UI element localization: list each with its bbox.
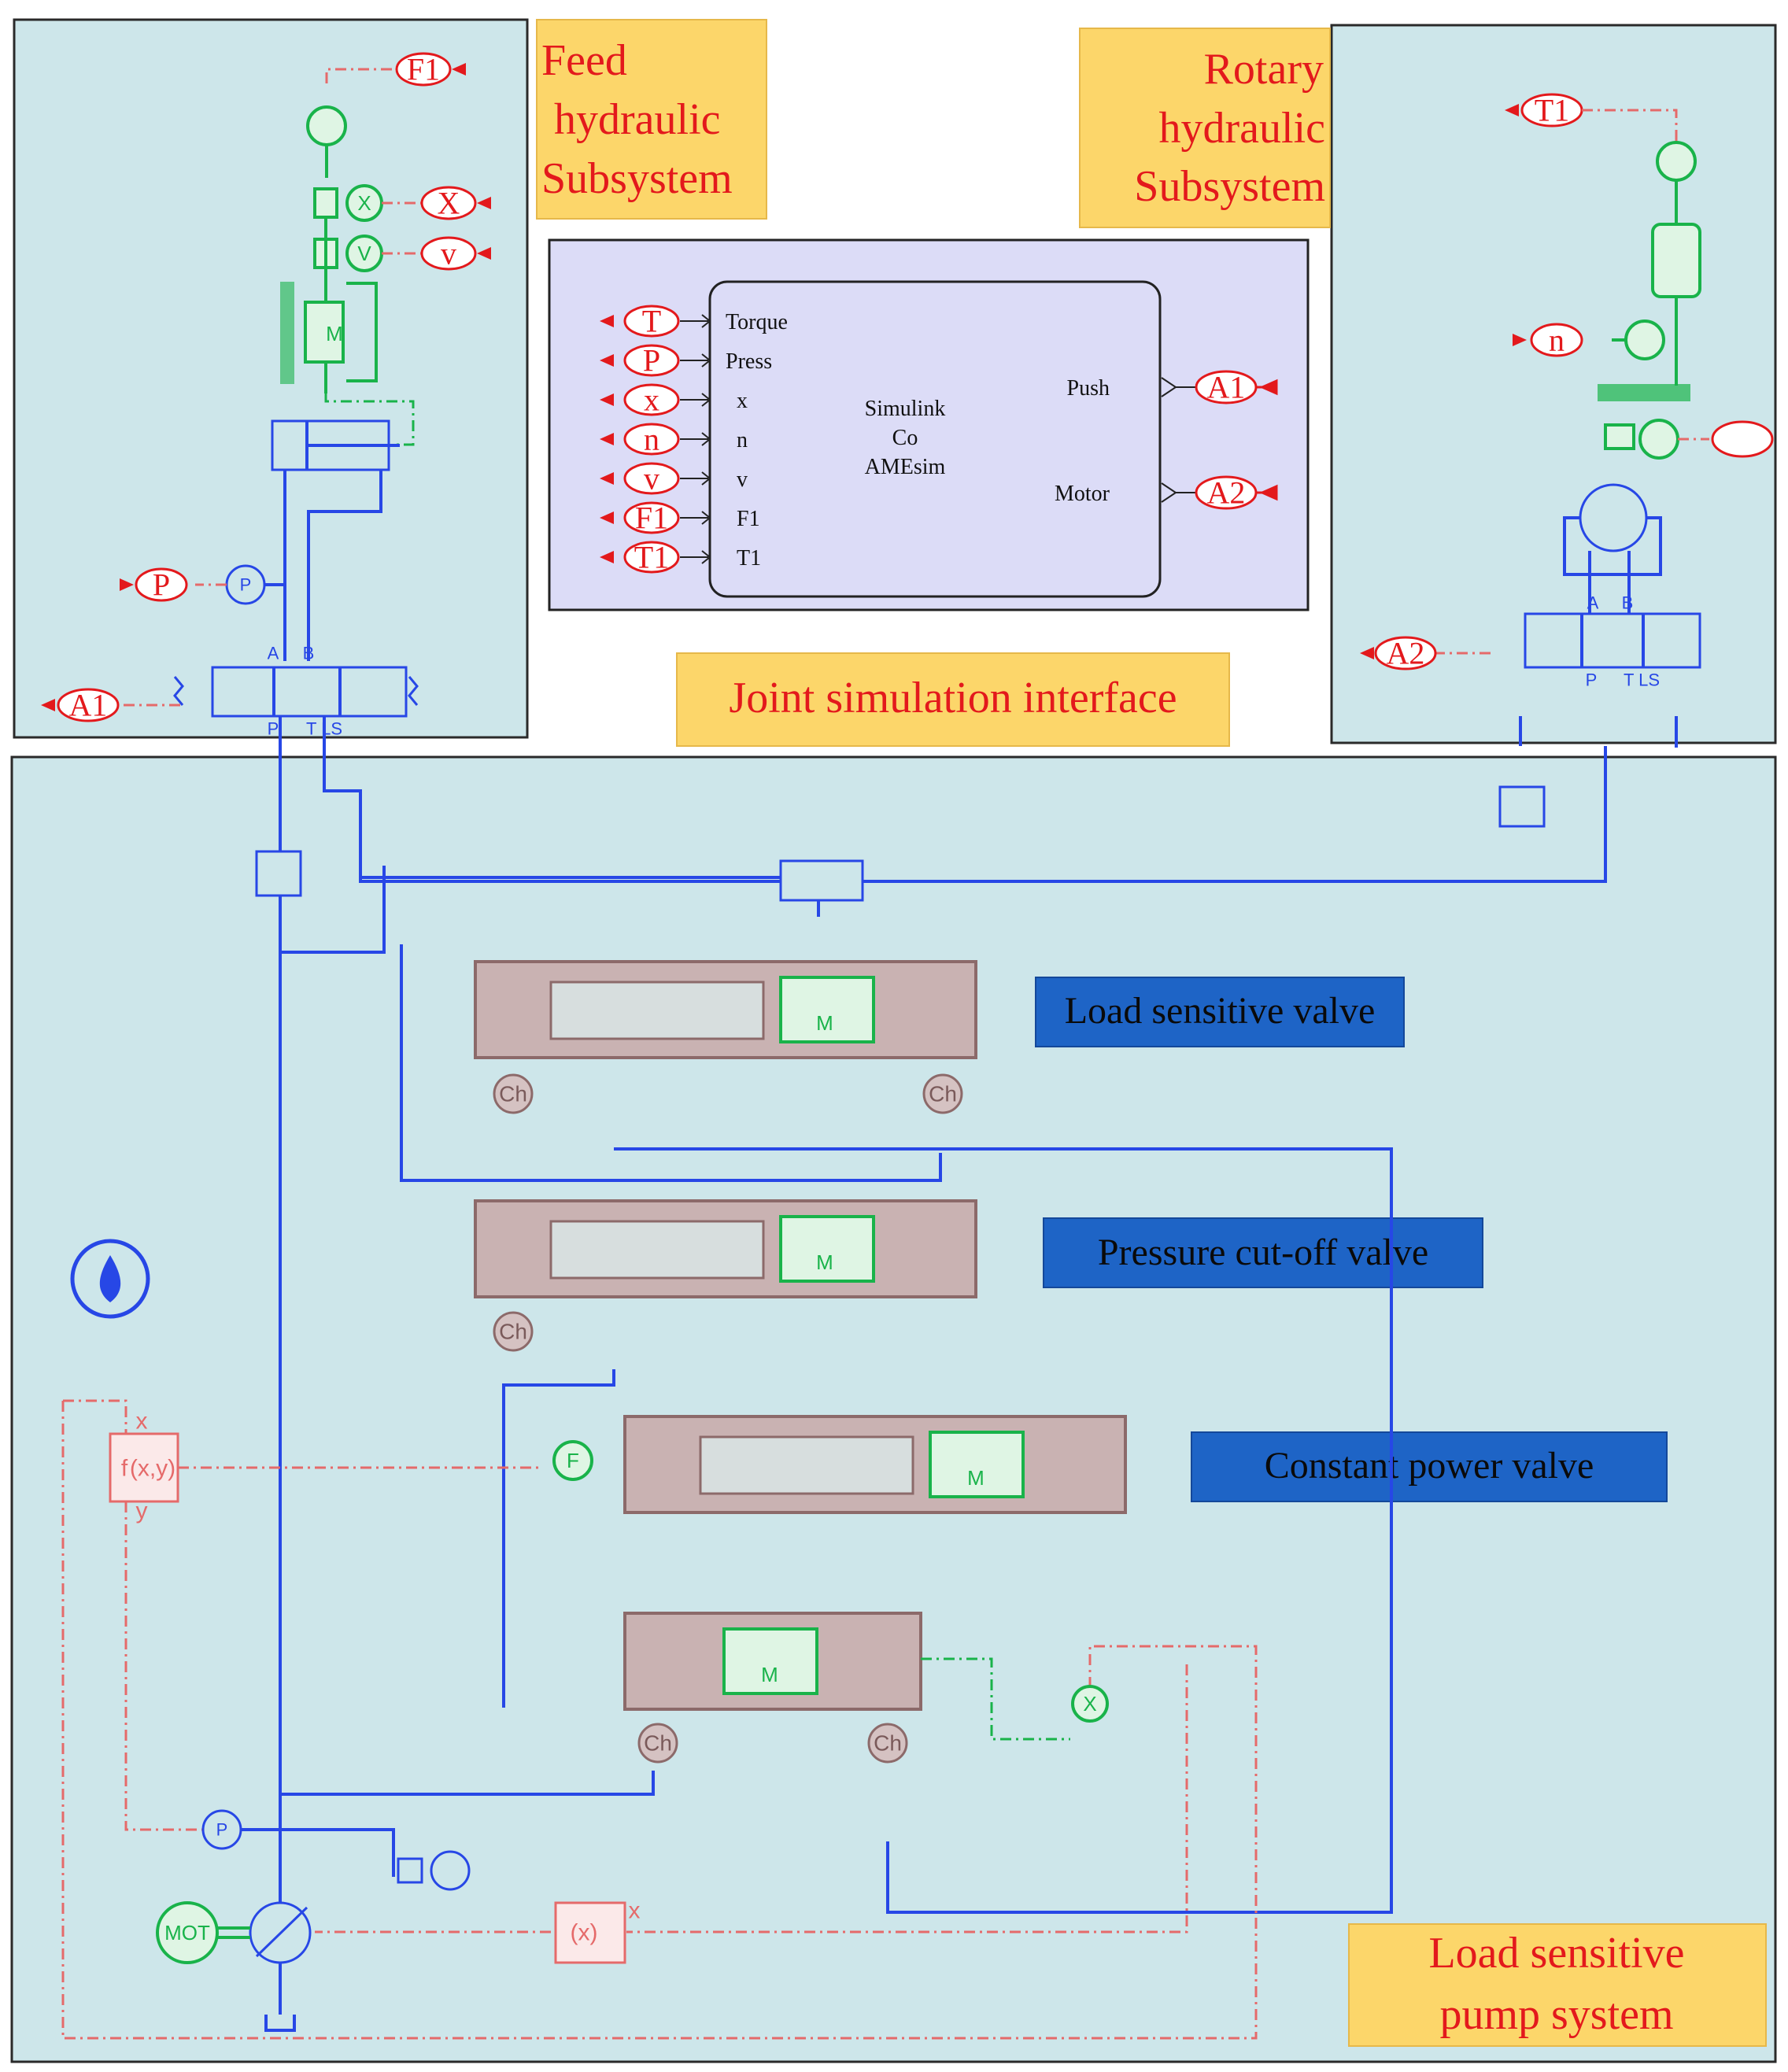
feed-subsystem-components: F1 X X V v M P P [41, 52, 491, 739]
interface-input-label: n [737, 428, 748, 452]
rotary-tag-n: n [1549, 323, 1564, 358]
interface-input-tag: x [644, 382, 659, 418]
interface-center-line2: Co [892, 426, 918, 450]
pump-valve-mass-m: M [761, 1663, 778, 1686]
pump-system-panel [10, 755, 1777, 2063]
fxy-y: y [136, 1498, 148, 1524]
interface-center-line1: Simulink [865, 397, 946, 421]
feed-tag-f1: F1 [407, 52, 440, 87]
ch-node-4: Ch [644, 1731, 672, 1756]
rotary-port-p: P [1586, 670, 1598, 690]
feed-subsystem-label: Feed hydraulic Subsystem [536, 19, 767, 220]
rotary-subsystem-components: T1 n A B P T LS A2 [1360, 93, 1774, 690]
rotary-tag-t1: T1 [1535, 93, 1569, 128]
feed-sensor-p: P [240, 575, 252, 595]
interface-output-label: Motor [1055, 482, 1110, 506]
rotary-tag-a2: A2 [1387, 636, 1425, 671]
rotary-port-b: B [1622, 593, 1634, 613]
ch-node-3: Ch [499, 1320, 527, 1344]
svg-text:Feed: Feed [541, 36, 627, 85]
pump-sensor-x: X [1083, 1692, 1096, 1716]
feed-port-b: B [303, 644, 315, 663]
interface-input-label: v [737, 467, 748, 492]
gain-x: x [629, 1898, 641, 1924]
svg-text:Load sensitive: Load sensitive [1428, 1929, 1684, 1978]
ch-node-1: Ch [499, 1082, 527, 1106]
pump-system-components: M M M M Ch Ch Ch Ch Ch f (x,y) x y [61, 716, 1678, 2040]
interface-input-label: T1 [737, 546, 761, 571]
interface-input-1: P Press [600, 343, 772, 379]
interface-input-5: F1 F1 [600, 500, 760, 536]
svg-text:Subsystem: Subsystem [541, 154, 733, 203]
pcv-mass-m: M [816, 1250, 833, 1274]
rotary-port-tls: T LS [1624, 670, 1660, 690]
load-sensitive-valve-label: Load sensitive valve [1035, 977, 1405, 1047]
interface-input-tag: F1 [635, 500, 668, 536]
svg-text:Pressure cut-off valve: Pressure cut-off valve [1098, 1232, 1428, 1273]
lsv-mass-m: M [816, 1011, 833, 1035]
feed-mass-m: M [326, 322, 343, 345]
feed-port-a: A [268, 644, 279, 663]
gain-block: (x) [571, 1920, 598, 1946]
feed-tag-p: P [153, 567, 170, 603]
interface-input-tag: T [642, 304, 661, 339]
fxy-args: (x,y) [130, 1456, 175, 1482]
ch-node-5: Ch [874, 1731, 902, 1756]
interface-input-label: x [737, 389, 748, 413]
svg-text:Constant power valve: Constant power valve [1265, 1445, 1594, 1487]
interface-center-line3: AMEsim [865, 455, 946, 479]
feed-tag-x: X [438, 186, 460, 221]
ch-node-2: Ch [929, 1082, 957, 1106]
pressure-cutoff-valve-label: Pressure cut-off valve [1043, 1217, 1483, 1288]
interface-input-tag: T1 [634, 540, 669, 575]
interface-input-tag: v [644, 461, 659, 497]
pump-sensor-f: F [567, 1449, 579, 1472]
cpv-mass-m: M [967, 1466, 985, 1490]
interface-output-tag: A2 [1207, 475, 1246, 511]
interface-output-0: Push A1 [1067, 370, 1278, 405]
interface-input-tag: n [644, 422, 659, 457]
pump-motor-mot: MOT [164, 1921, 210, 1945]
svg-text:Rotary: Rotary [1204, 45, 1324, 94]
feed-tag-a1: A1 [69, 688, 108, 723]
fxy-f: f [121, 1456, 128, 1482]
interface-input-label: Press [726, 349, 772, 374]
svg-text:Load sensitive valve: Load sensitive valve [1065, 990, 1376, 1032]
feed-sensor-v: V [357, 242, 371, 265]
svg-text:Subsystem: Subsystem [1134, 162, 1325, 211]
svg-text:hydraulic: hydraulic [554, 95, 720, 144]
fxy-x: x [136, 1409, 148, 1435]
interface-output-1: Motor A2 [1055, 475, 1278, 511]
interface-input-label: Torque [726, 310, 788, 334]
svg-text:Joint simulation interface: Joint simulation interface [729, 674, 1177, 722]
interface-input-label: F1 [737, 507, 760, 531]
pump-system-label: Load sensitive pump system [1348, 1923, 1767, 2047]
pump-sensor-p: P [216, 1820, 228, 1840]
svg-text:pump system: pump system [1439, 1990, 1673, 2039]
rotary-subsystem-label: Rotary hydraulic Subsystem [1079, 28, 1331, 228]
feed-tag-v: v [441, 236, 456, 271]
svg-text:hydraulic: hydraulic [1159, 104, 1325, 153]
interface-input-0: T Torque [600, 304, 788, 339]
rotary-port-a: A [1587, 593, 1599, 613]
interface-output-label: Push [1067, 376, 1110, 401]
feed-port-p: P [268, 719, 279, 739]
joint-simulation-label: Joint simulation interface [676, 652, 1230, 747]
interface-output-tag: A1 [1207, 370, 1246, 405]
feed-subsystem-panel [13, 18, 529, 739]
interface-input-6: T1 T1 [600, 540, 761, 575]
interface-input-tag: P [643, 343, 660, 379]
constant-power-valve-label: Constant power valve [1191, 1431, 1668, 1502]
feed-sensor-x: X [357, 191, 371, 215]
